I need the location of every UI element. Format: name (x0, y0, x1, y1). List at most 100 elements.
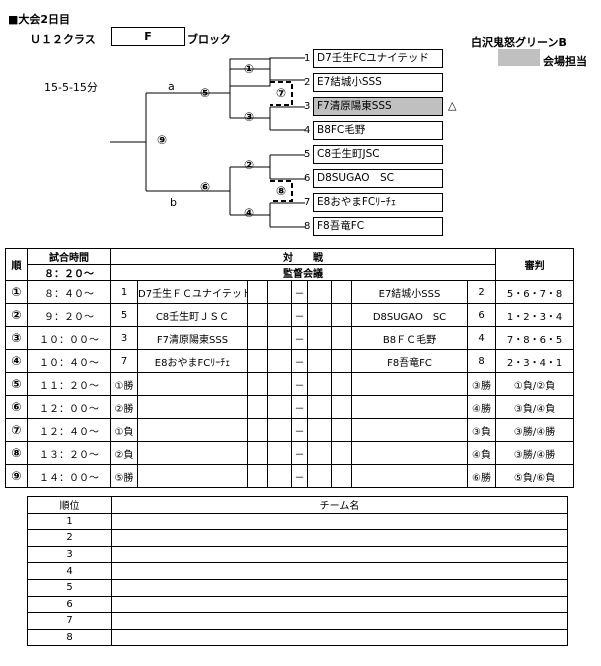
score-box (247, 418, 268, 442)
score-dash: － (291, 349, 308, 373)
page-title: ■大会2日目 (8, 13, 71, 26)
team-number: 5 (304, 149, 311, 160)
bracket-label-b: b (170, 196, 177, 209)
match-time: １１：２０～ (27, 372, 111, 396)
match-time: １２：００～ (27, 395, 111, 419)
venue-name: 白沢鬼怒グリーンB (471, 36, 567, 49)
match-number: ⑥ (5, 395, 28, 419)
score-box (247, 326, 268, 350)
team-number: 2 (304, 77, 311, 88)
match-time: ９：２０～ (27, 303, 111, 327)
score-dash: － (291, 395, 308, 419)
right-team-number: 4 (466, 326, 497, 350)
right-team-name: F8吾竜FC (351, 349, 468, 373)
bracket-lines (110, 57, 305, 228)
venue-role-label: 会場担当 (543, 55, 587, 68)
team-name: C8壬生町JSC (313, 145, 443, 164)
venue-role-swatch (498, 49, 540, 66)
match-format: 15-5-15分 (44, 81, 98, 94)
right-team-name (351, 395, 468, 419)
rank-number: 1 (27, 512, 112, 531)
referee-teams: ③負/④負 (495, 395, 575, 419)
time-header: 試合時間 (27, 248, 111, 265)
rank-team-cell (111, 628, 568, 647)
score-dash: － (291, 372, 308, 396)
referee-teams: ③勝/④勝 (495, 441, 575, 465)
right-team-number: 6 (466, 303, 497, 327)
team-number: 8 (304, 221, 311, 232)
right-team-name (351, 441, 468, 465)
bracket-match-9: ⑨ (157, 133, 168, 147)
score-box (331, 441, 352, 465)
score-box (267, 303, 292, 327)
rank-number: 6 (27, 595, 112, 614)
ranking-row: 6 (27, 595, 568, 614)
score-box (331, 303, 352, 327)
left-team-number: 5 (110, 303, 138, 327)
rank-number: 3 (27, 545, 112, 564)
left-team-name (137, 441, 248, 465)
left-team-number: 1 (110, 280, 138, 304)
match-number: ⑨ (5, 464, 28, 488)
meeting-label: 監督会議 (109, 264, 497, 281)
rank-number: 5 (27, 578, 112, 597)
bracket-match-1: ① (244, 62, 255, 76)
referee-teams: 5・6・7・8 (495, 280, 575, 304)
team-number: 1 (304, 53, 311, 64)
score-box (331, 464, 352, 488)
score-box (267, 349, 292, 373)
left-team-number: ⑤勝 (110, 464, 138, 488)
ranking-row: 5 (27, 578, 568, 597)
score-box (331, 372, 352, 396)
block-label: ブロック (187, 33, 231, 46)
referee-teams: ③勝/④勝 (495, 418, 575, 442)
right-team-number: ③負 (466, 418, 497, 442)
score-box (267, 441, 292, 465)
left-team-number: ①負 (110, 418, 138, 442)
match-number: ⑦ (5, 418, 28, 442)
ranking-row: 3 (27, 545, 568, 564)
left-team-name: E8おやまFCﾘｰﾁｪ (137, 349, 248, 373)
team-number: 6 (304, 173, 311, 184)
score-box (331, 395, 352, 419)
match-time: １０：００～ (27, 326, 111, 350)
right-team-name (351, 372, 468, 396)
rank-header: 順位 (27, 496, 112, 514)
right-team-name: D8SUGAO SC (351, 303, 468, 327)
right-team-number: ⑥勝 (466, 464, 497, 488)
rank-team-cell (111, 529, 568, 547)
referee-header: 審判 (495, 248, 575, 281)
score-box (267, 280, 292, 304)
team-number: 7 (304, 197, 311, 208)
right-team-name (351, 418, 468, 442)
left-team-name (137, 464, 248, 488)
rank-team-cell (111, 545, 568, 564)
rank-number: 7 (27, 612, 112, 630)
score-box (267, 326, 292, 350)
rank-team-cell (111, 578, 568, 597)
block-value: F (111, 27, 185, 46)
rank-number: 8 (27, 628, 112, 647)
match-time: １２：４０～ (27, 418, 111, 442)
score-box (307, 464, 332, 488)
order-header: 順 (5, 248, 28, 281)
left-team-name (137, 372, 248, 396)
left-team-number: ②負 (110, 441, 138, 465)
team-number: 3 (304, 101, 311, 112)
score-box (331, 418, 352, 442)
left-team-name (137, 395, 248, 419)
rank-team-cell (111, 562, 568, 580)
match-time: １４：００～ (27, 464, 111, 488)
score-box (247, 395, 268, 419)
right-team-name: B8ＦＣ毛野 (351, 326, 468, 350)
team-name: F8吾竜FC (313, 217, 443, 236)
rank-number: 2 (27, 529, 112, 547)
left-team-name: C8壬生町ＪＳＣ (137, 303, 248, 327)
left-team-number: 3 (110, 326, 138, 350)
